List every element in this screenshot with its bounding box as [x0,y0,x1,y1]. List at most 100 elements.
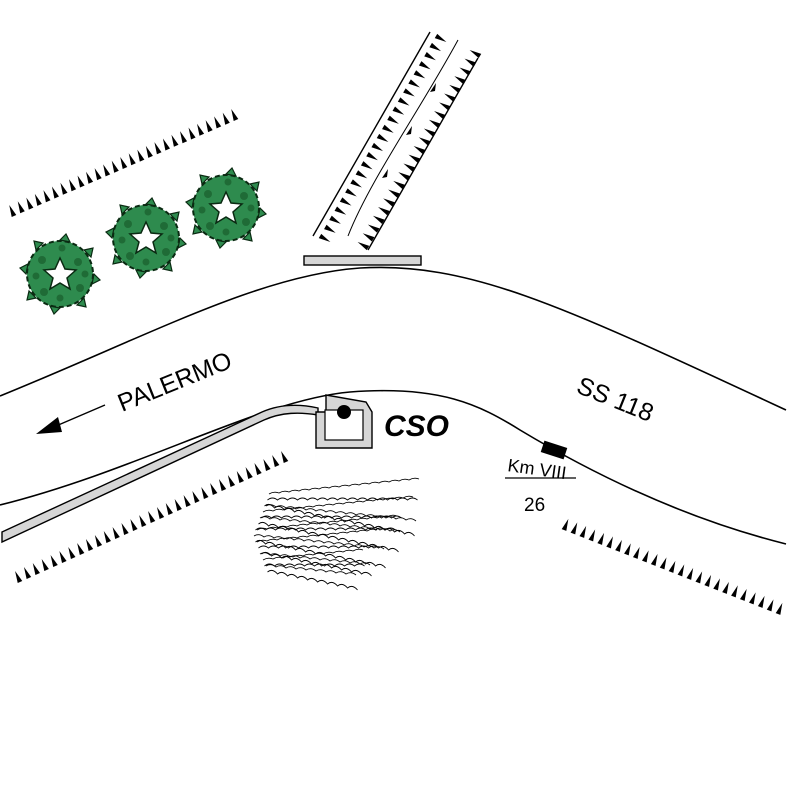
hachure-tooth [641,549,652,563]
hachure-tooth [228,107,239,121]
terrain-stroke [267,497,418,501]
hachure-tooth [360,161,374,172]
hachure-tooth [434,33,448,45]
hachure-tooth [110,526,120,540]
hachure-tooth [458,65,472,76]
hachure-tooth [329,215,343,226]
hachure-tooth [397,97,411,108]
hachure-tooth [713,577,723,591]
terrain-stroke [256,514,398,531]
hachure-tooth [136,514,147,528]
tree-icon [105,197,187,279]
hachure-tooth [211,115,222,129]
hachure-tooth [350,179,364,190]
hachure-tooth [216,478,227,492]
terrain-stroke [267,569,358,591]
flow-line-icon [347,39,459,237]
hachure-tooth [624,542,634,556]
hachure-tooth [252,462,262,476]
hachure-tooth [345,188,359,199]
terrain-stroke [268,477,420,495]
hachure-tooth [677,563,687,577]
hachure-tooth [757,594,767,608]
hachure-tooth [334,206,348,217]
hachure-tooth [632,545,643,559]
station-label: CSO [384,410,449,443]
hachure-tooth [356,239,370,251]
hachure-tooth [83,538,94,552]
hachure-tooth [58,181,68,195]
terrain-stroke [259,516,401,533]
hachure-tooth [561,517,571,531]
hachure-tooth [6,203,17,217]
hachure-tooth [83,170,94,184]
hachure-tooth [775,601,785,615]
hachure-tooth [695,570,705,584]
hachure-tooth [75,174,85,188]
hachure-tooth [74,542,85,556]
hachure-tooth [453,73,466,85]
hachure-tooth [198,486,209,500]
side-road-slab [303,255,422,266]
hachure-tooth [355,170,369,181]
hachure-tooth [606,535,616,549]
hachure-tooth [243,466,253,480]
hachure-tooth [731,584,741,598]
hachure-tooth [748,591,759,605]
hachure-tooth [408,79,422,90]
hachure-tooth [588,528,598,542]
hachure-tooth [615,538,625,552]
hachure-tooth [117,155,128,169]
hachure-tooth [65,546,76,560]
road-lower-edge [0,389,787,545]
hachure-tooth [203,119,213,133]
rough-terrain [253,477,420,591]
hachure-tooth [704,573,714,587]
hachure-tooth [579,524,589,538]
hachure-tooth [135,148,145,162]
hachure-tooth [169,133,179,147]
hachure-tooth [668,559,678,573]
hachure-tooth [318,233,332,245]
hachure-tooth [190,490,200,504]
terrain-stroke [261,515,402,519]
hachure-tooth [207,482,218,496]
embankment-road [312,31,482,251]
direction-label: PALERMO [114,346,236,417]
hachure-tooth [447,82,461,94]
terrain-stroke [265,504,417,522]
hachure-tooth [442,91,456,102]
terrain-stroke [264,563,365,567]
terrain-stroke [255,527,396,531]
hachure-tooth [128,518,138,532]
km-marker-label: Km VIII [506,455,567,483]
hachure-tooth [57,550,67,564]
hachure-tooth [181,494,191,508]
flow-arrow-icon [382,83,436,178]
hachure-tooth [463,56,477,67]
hachure-tooth [92,534,103,548]
hachure-tooth [417,135,431,146]
hachure-tooth [432,108,446,120]
hachure-tooth [468,47,482,59]
hachure-tooth [366,152,380,163]
hachure-tooth [686,566,696,580]
hachure-tooth [429,42,443,54]
hachure-tooth [163,502,173,516]
hachure-tooth [39,558,49,572]
hachure-tooth [278,450,289,464]
hachure-tooth [324,224,337,236]
hachure-tooth [109,159,119,173]
hachure-tooth [386,187,400,198]
hachure-tooth [361,231,375,242]
terrain-stroke [253,534,385,550]
station-enclosure [315,394,373,449]
hachure-tooth [66,178,77,192]
hachure-tooth [92,167,102,181]
hachure-tooth [739,587,750,601]
hachure-tooth [261,458,271,472]
hachure-tooth [376,133,390,145]
hachure-tooth [371,213,385,224]
terrain-stroke [262,548,364,561]
